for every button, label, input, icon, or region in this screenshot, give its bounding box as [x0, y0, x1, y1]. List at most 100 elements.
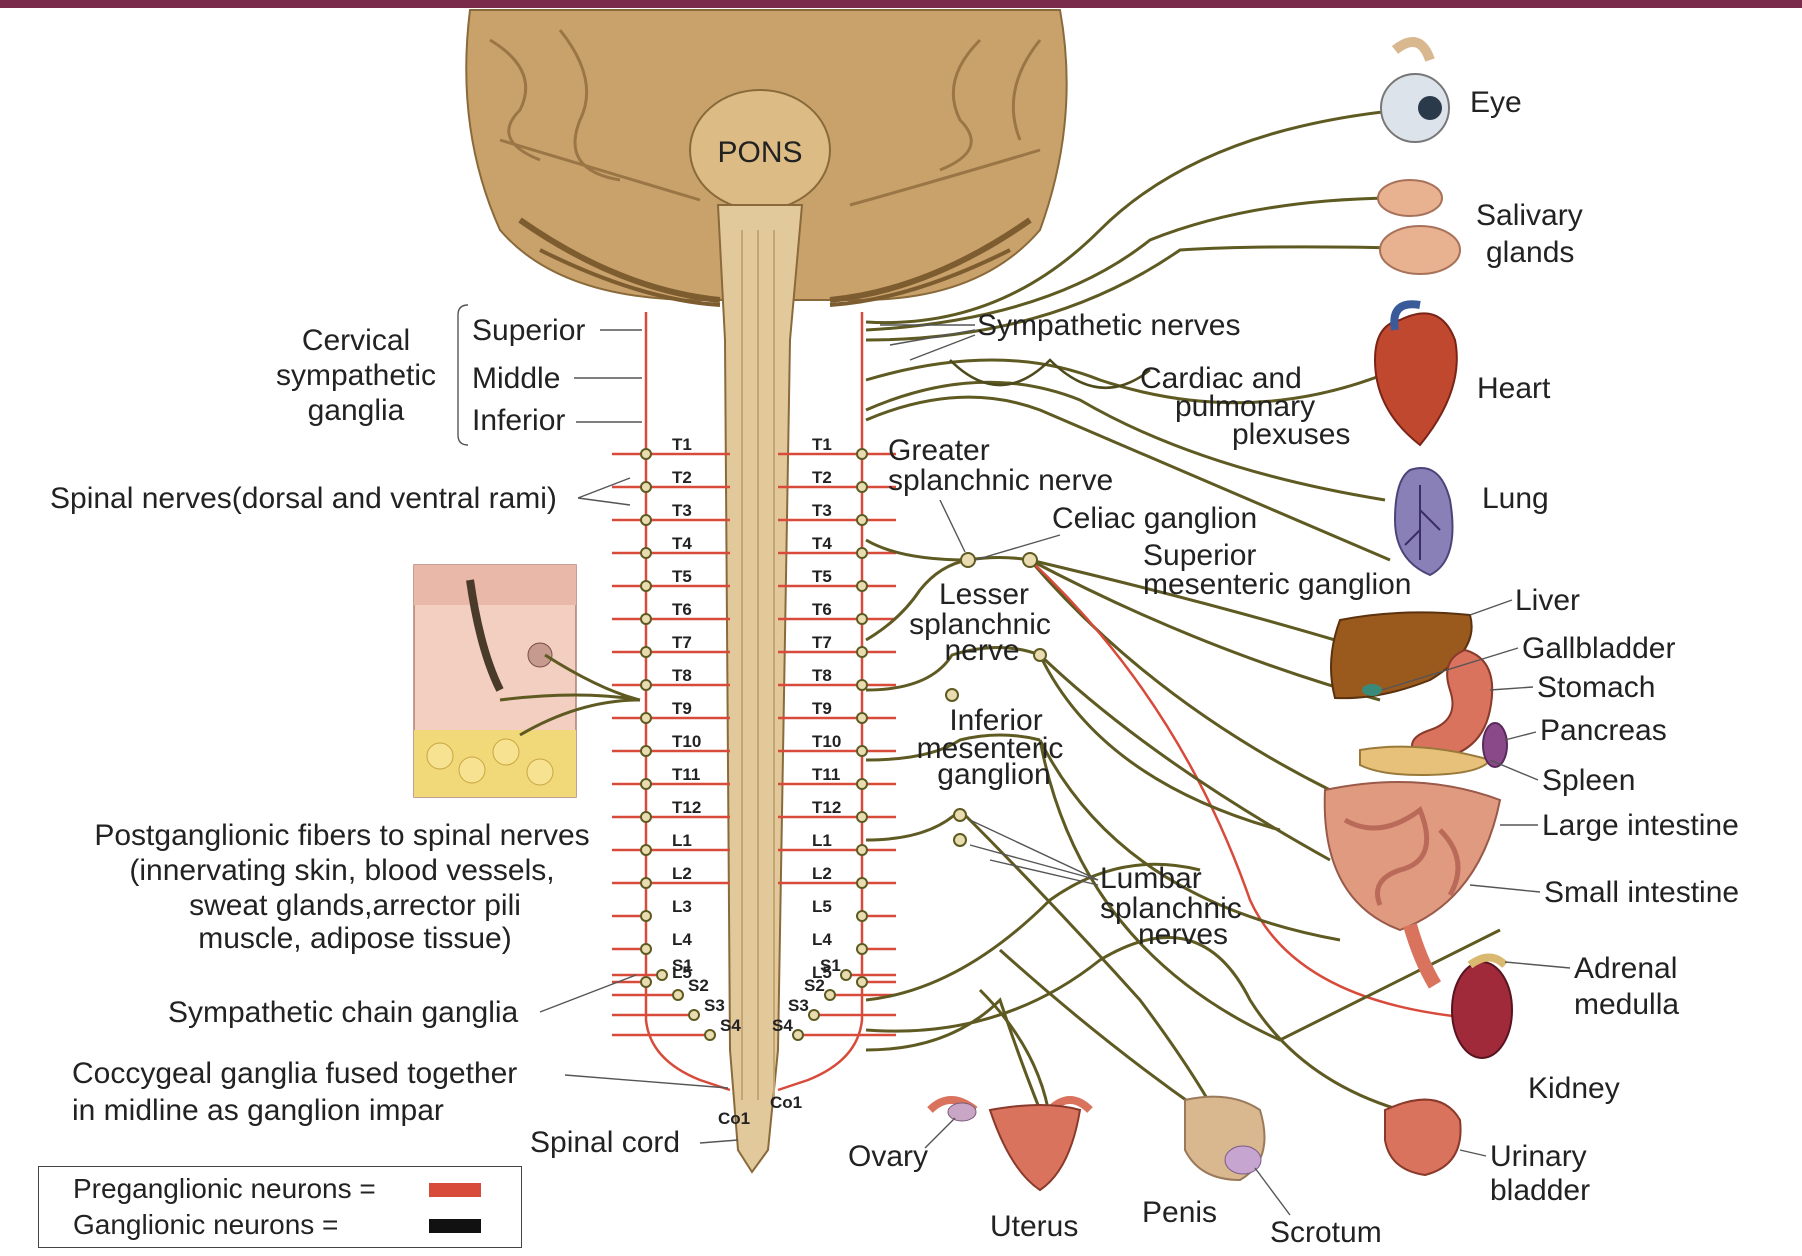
chain-ganglion-right-s3 — [809, 1010, 819, 1020]
gallbladder-label: Gallbladder — [1522, 632, 1675, 665]
chain-ganglia-label: Sympathetic chain ganglia — [168, 996, 519, 1029]
chain-ganglion-left-t7 — [641, 647, 651, 657]
chain-ganglion-left-l4 — [641, 944, 651, 954]
segment-label-left-t7: T7 — [672, 633, 692, 652]
segment-label-right-s2: S2 — [804, 976, 825, 995]
chain-ganglion-right-t9 — [857, 713, 867, 723]
segment-label-right-t6: T6 — [812, 600, 832, 619]
chain-ganglion-left-t2 — [641, 482, 651, 492]
eye-label: Eye — [1470, 86, 1522, 119]
chain-ganglion-right-t7 — [857, 647, 867, 657]
segment-label-left-t4: T4 — [672, 534, 692, 553]
cervical-middle-label: Middle — [472, 362, 560, 395]
segment-label-right-l1: L1 — [812, 831, 832, 850]
chain-ganglion-left-t9 — [641, 713, 651, 723]
lesser-splanchnic-line-1: Lesser — [939, 578, 1029, 611]
chain-ganglion-right-t4 — [857, 548, 867, 558]
segment-label-left-t3: T3 — [672, 501, 692, 520]
lung-label: Lung — [1482, 482, 1549, 515]
scrotum-label: Scrotum — [1270, 1216, 1382, 1249]
segment-label-left-l1: L1 — [672, 831, 692, 850]
spinal-nerves-label: Spinal nerves(dorsal and ventral rami) — [50, 482, 557, 515]
adrenal-line-2: medulla — [1574, 988, 1679, 1021]
coccygeal-line-1: Coccygeal ganglia fused together — [72, 1057, 517, 1090]
chain-ganglion-right-s1 — [841, 970, 851, 980]
chain-ganglion-left-l2 — [641, 878, 651, 888]
urinary-line-1: Urinary — [1490, 1140, 1587, 1173]
segment-label-right-s1: S1 — [820, 956, 841, 975]
chain-ganglion-left-t11 — [641, 779, 651, 789]
greater-splanchnic-line-1: Greater — [888, 434, 990, 467]
segment-label-left-s1: S1 — [672, 956, 693, 975]
segment-label-right-s3: S3 — [788, 996, 809, 1015]
chain-ganglion-left-t4 — [641, 548, 651, 558]
segment-label-left-t2: T2 — [672, 468, 692, 487]
eye-icon — [1381, 42, 1449, 142]
chain-ganglion-right-t5 — [857, 581, 867, 591]
postganglionic-line-3: sweat glands,arrector pili — [189, 889, 521, 922]
penis-label: Penis — [1142, 1196, 1217, 1229]
chain-ganglion-left-t5 — [641, 581, 651, 591]
small-intestine-label: Small intestine — [1544, 876, 1739, 909]
chain-ganglion-right-l5 — [857, 977, 867, 987]
salivary-line-2: glands — [1486, 236, 1574, 269]
chain-ganglion-right-t12 — [857, 812, 867, 822]
segment-label-left-s4: S4 — [720, 1016, 741, 1035]
inf-mesenteric-marker — [1034, 649, 1046, 661]
coccygeal-seg-right: Co1 — [770, 1093, 802, 1112]
segment-label-right-s4: S4 — [772, 1016, 793, 1035]
lumbar-ganglion-marker-2 — [954, 834, 966, 846]
celiac-ganglion-marker — [961, 553, 975, 567]
chain-ganglion-right-l4 — [857, 944, 867, 954]
chain-ganglion-left-s4 — [705, 1030, 715, 1040]
sup-mesenteric-line-2: mesenteric ganglion — [1143, 568, 1412, 601]
cervical-label-line-1: Cervical — [302, 324, 410, 357]
kidney-label: Kidney — [1528, 1072, 1620, 1105]
cervical-label-line-3: ganglia — [308, 394, 405, 427]
legend-ganglionic-swatch — [429, 1219, 481, 1233]
ovary-label: Ovary — [848, 1140, 928, 1173]
legend: Preganglionic neurons = Ganglionic neuro… — [38, 1166, 522, 1248]
segment-label-right-l5: L5 — [812, 897, 832, 916]
segment-label-left-l3: L3 — [672, 897, 692, 916]
segment-label-left-s2: S2 — [688, 976, 709, 995]
lung-icon — [1395, 468, 1453, 575]
lumbar-ganglion-marker-1 — [954, 809, 966, 821]
segment-label-left-l4: L4 — [672, 930, 692, 949]
adrenal-line-1: Adrenal — [1574, 952, 1677, 985]
segment-label-right-t4: T4 — [812, 534, 832, 553]
chain-ganglion-left-s1 — [657, 970, 667, 980]
postganglionic-line-2: (innervating skin, blood vessels, — [129, 854, 554, 887]
segment-label-right-t7: T7 — [812, 633, 832, 652]
chain-ganglion-right-t8 — [857, 680, 867, 690]
skin-inset-illustration — [414, 565, 640, 797]
lesser-ganglion-marker — [946, 689, 958, 701]
segment-label-left-t12: T12 — [672, 798, 701, 817]
celiac-label: Celiac ganglion — [1052, 502, 1257, 535]
sup-mesenteric-marker — [1023, 553, 1037, 567]
cervical-label-line-2: sympathetic — [276, 359, 436, 392]
lumbar-splanchnic-line-3: nerves — [1138, 918, 1228, 951]
salivary-line-1: Salivary — [1476, 199, 1583, 232]
coccygeal-seg-left: Co1 — [718, 1109, 750, 1128]
segment-label-right-t11: T11 — [812, 765, 840, 784]
large-intestine-label: Large intestine — [1542, 809, 1739, 842]
uterus-label: Uterus — [990, 1210, 1078, 1243]
chain-ganglion-right-t2 — [857, 482, 867, 492]
inf-mesenteric-line-3: ganglion — [937, 758, 1050, 791]
sympathetic-nerves-label: Sympathetic nerves — [977, 309, 1240, 342]
segment-label-left-l2: L2 — [672, 864, 692, 883]
chain-ganglion-left-l5 — [641, 977, 651, 987]
pons-label: PONS — [717, 136, 802, 169]
spinal-cord-label: Spinal cord — [530, 1126, 680, 1159]
urinary-line-2: bladder — [1490, 1174, 1590, 1207]
segment-label-right-t3: T3 — [812, 501, 832, 520]
greater-splanchnic-line-2: splanchnic nerve — [888, 464, 1113, 497]
cervical-ganglia-labels: Cervical sympathetic ganglia Superior Mi… — [276, 305, 642, 445]
chain-ganglion-right-s2 — [825, 990, 835, 1000]
legend-preganglionic-label: Preganglionic neurons = — [73, 1173, 376, 1205]
segment-label-right-t12: T12 — [812, 798, 841, 817]
heart-label: Heart — [1477, 372, 1551, 405]
segment-label-right-l4: L4 — [812, 930, 832, 949]
